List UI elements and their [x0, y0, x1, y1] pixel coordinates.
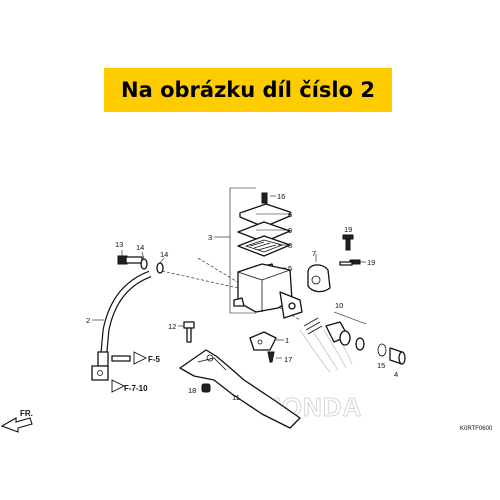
part-7-holder — [307, 254, 331, 293]
label-6: 6 — [288, 210, 292, 219]
title-text: Na obrázku díl číslo 2 — [121, 78, 375, 102]
label-4: 4 — [394, 370, 398, 379]
part-14-washers — [140, 251, 165, 274]
diagram-code: K0RTF0600 — [460, 426, 493, 432]
label-8: 8 — [288, 241, 292, 250]
label-15: 15 — [377, 361, 385, 370]
label-19-lower: 19 — [367, 258, 375, 267]
ref-front: FR. — [20, 409, 33, 418]
part-4-boot — [389, 347, 406, 365]
reference-arrow-icon — [111, 379, 126, 393]
label-13: 13 — [115, 240, 123, 249]
label-7: 7 — [312, 249, 316, 258]
part-1-brake-switch — [249, 331, 284, 351]
part-13-banjo-bolt — [117, 250, 143, 265]
master-cylinder-body — [233, 263, 303, 319]
label-19-upper: 19 — [344, 225, 352, 234]
part-17-screw — [267, 351, 282, 363]
part-15-circlip — [377, 343, 387, 357]
label-16: 16 — [277, 192, 285, 201]
label-12: 12 — [168, 322, 176, 331]
part-2-brake-hose — [91, 270, 152, 381]
label-5: 5 — [288, 264, 292, 273]
title-banner: Na obrázku díl číslo 2 — [104, 68, 392, 112]
part-8-diaphragm — [237, 235, 291, 257]
label-10: 10 — [335, 301, 343, 310]
label-3: 3 — [208, 233, 212, 242]
label-1: 1 — [285, 336, 289, 345]
label-2: 2 — [86, 316, 90, 325]
hose-bolt — [111, 355, 131, 362]
label-11: 11 — [232, 393, 240, 402]
part-16-screw — [261, 192, 276, 204]
part-19-bolts — [339, 234, 366, 266]
part-12-pivot-bolt — [178, 321, 195, 343]
part-18-nut — [201, 383, 211, 393]
part-11-brake-lever — [179, 349, 301, 429]
assembly-bracket — [229, 187, 256, 314]
ref-f7-10: F-7-10 — [124, 384, 148, 393]
label-18: 18 — [188, 386, 196, 395]
label-17: 17 — [284, 355, 292, 364]
label-14-left: 14 — [136, 243, 144, 252]
ref-f5: F-5 — [148, 355, 161, 364]
part-10-piston-set — [303, 311, 367, 351]
front-arrow-icon — [0, 417, 33, 433]
reference-arrow-icon — [133, 351, 148, 365]
label-14-right: 14 — [160, 250, 168, 259]
label-9: 9 — [288, 226, 292, 235]
